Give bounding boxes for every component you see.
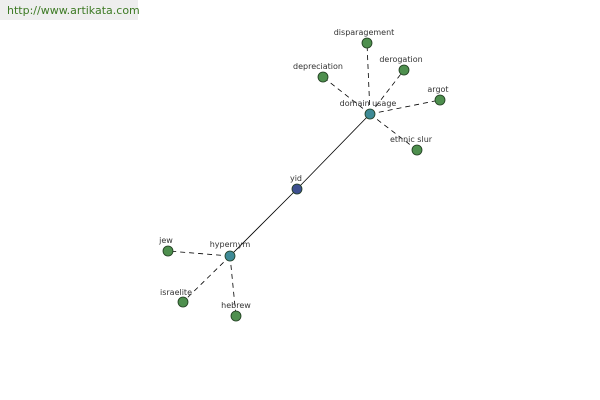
edge-domain-usage-depreciation [322, 76, 371, 115]
edge-hypernym-jew [167, 250, 231, 257]
edge-domain-usage-derogation [369, 69, 405, 115]
edge-domain-usage-argot [369, 99, 441, 115]
watermark-link[interactable]: http://www.artikata.com [7, 4, 140, 17]
node-label-depreciation[interactable]: depreciation [293, 62, 343, 71]
node-label-hebrew[interactable]: hebrew [221, 301, 251, 310]
node-hebrew[interactable] [230, 310, 242, 322]
edge-yid-hypernym [229, 188, 298, 257]
edge-layer [167, 42, 441, 317]
edge-hypernym-hebrew [229, 255, 237, 317]
node-label-yid[interactable]: yid [290, 174, 302, 183]
node-jew[interactable] [162, 245, 174, 257]
edge-domain-usage-ethnic-slur [369, 113, 418, 151]
node-yid[interactable] [291, 183, 303, 195]
node-israelite[interactable] [177, 296, 189, 308]
node-disparagement[interactable] [361, 37, 373, 49]
node-hypernym[interactable] [224, 250, 236, 262]
watermark-banner: http://www.artikata.com [0, 0, 140, 20]
node-label-disparagement[interactable]: disparagement [334, 28, 395, 37]
node-label-derogation[interactable]: derogation [379, 55, 422, 64]
node-label-jew[interactable]: jew [158, 236, 173, 245]
node-label-argot[interactable]: argot [427, 85, 448, 94]
node-label-hypernym[interactable]: hypernym [210, 240, 251, 249]
node-derogation[interactable] [398, 64, 410, 76]
node-argot[interactable] [434, 94, 446, 106]
node-depreciation[interactable] [317, 71, 329, 83]
node-ethnic-slur[interactable] [411, 144, 423, 156]
edge-hypernym-israelite [182, 255, 231, 303]
edge-domain-usage-disparagement [366, 42, 371, 115]
node-label-israelite[interactable]: israelite [160, 288, 192, 297]
node-label-domain-usage[interactable]: domain usage [340, 99, 397, 108]
node-layer: yid domain usage hypernym disparagement dero… [158, 28, 449, 322]
node-domain-usage[interactable] [364, 108, 376, 120]
node-label-ethnic-slur[interactable]: ethnic slur [390, 135, 433, 144]
edge-yid-domain-usage [296, 113, 371, 190]
